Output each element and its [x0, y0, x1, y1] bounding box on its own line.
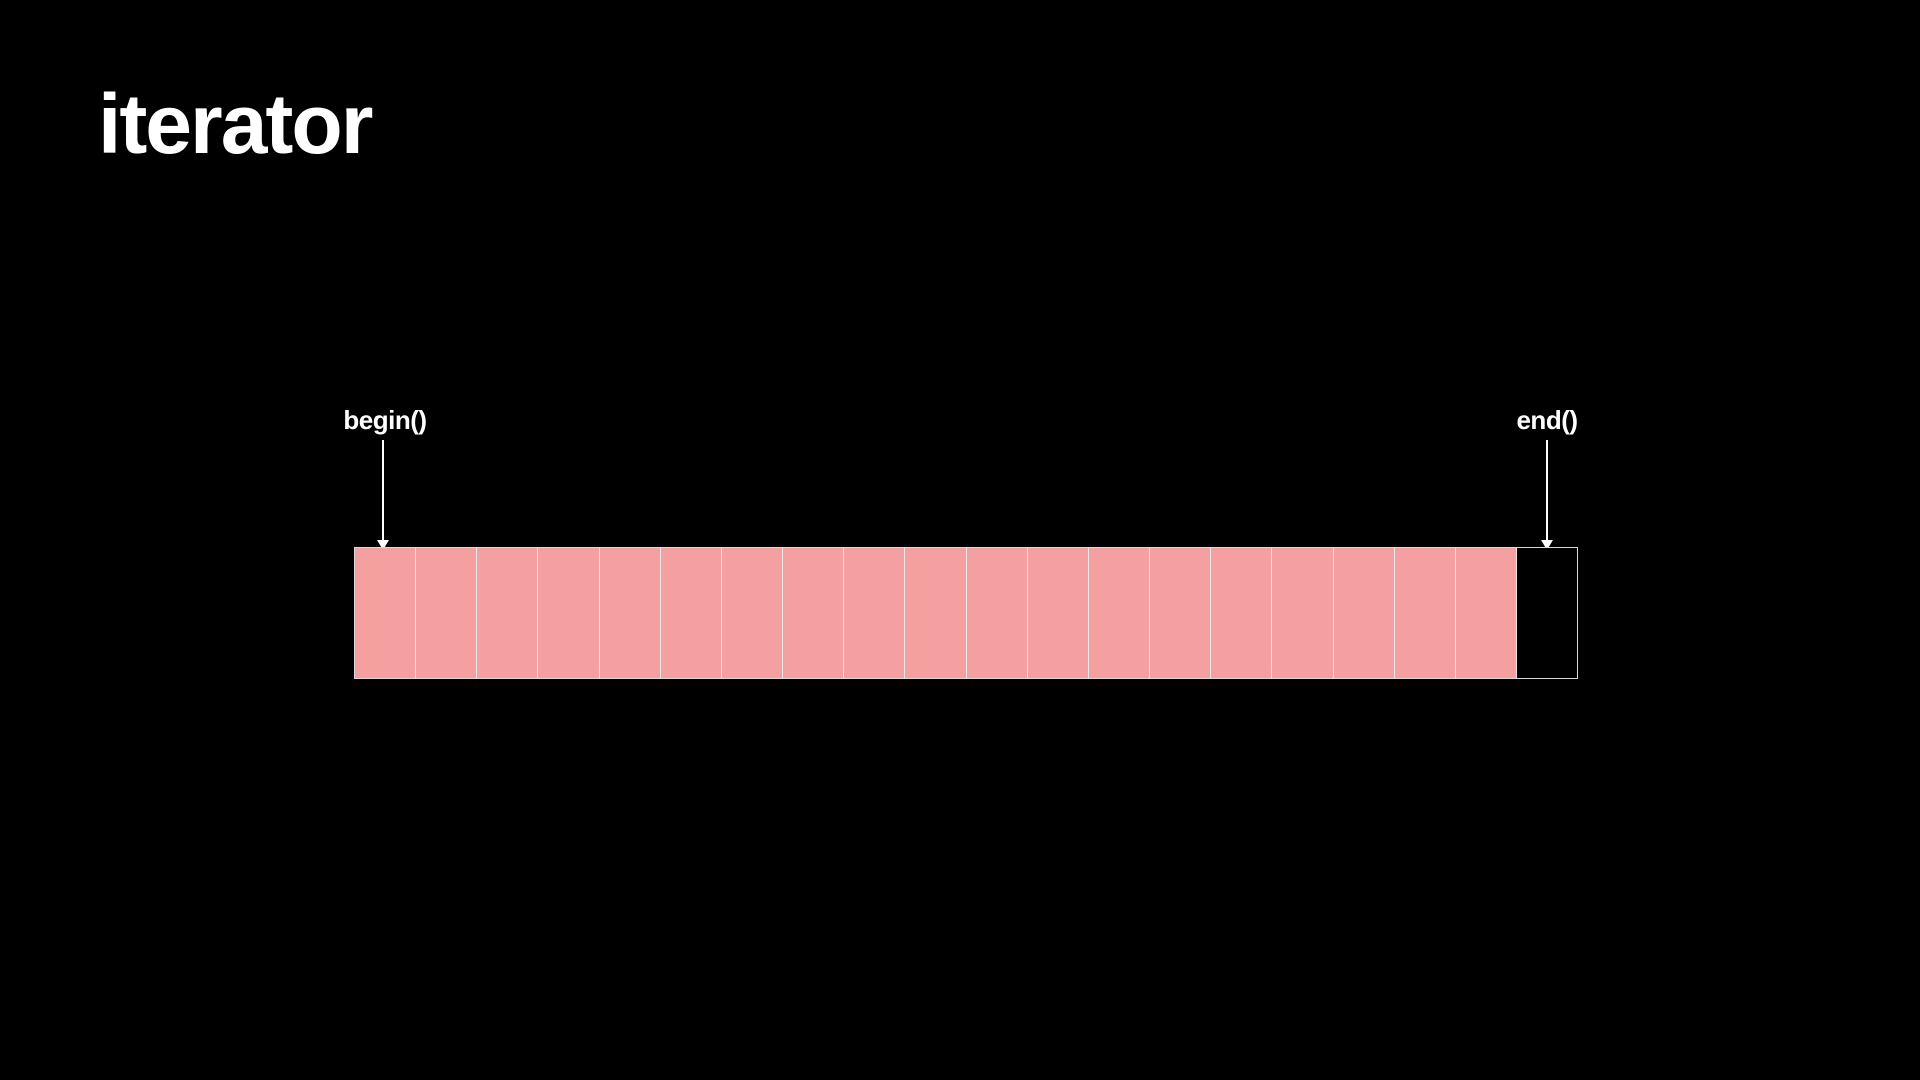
array-element-cell: [416, 548, 478, 678]
array-element-cell: [783, 548, 845, 678]
array-element-cell: [905, 548, 967, 678]
array-element-cell: [721, 548, 784, 678]
end-label: end(): [1516, 405, 1578, 435]
array-element-cell: [844, 548, 906, 678]
array-element-cell: [1088, 548, 1151, 678]
begin-arrow-icon: [377, 440, 389, 550]
array-element-cell: [355, 548, 417, 678]
array-container: [354, 547, 1578, 679]
array-element-cell: [1394, 548, 1456, 678]
array-element-cell: [1272, 548, 1334, 678]
array-element-cell: [538, 548, 600, 678]
array-element-cell: [1211, 548, 1273, 678]
begin-label: begin(): [343, 405, 427, 435]
array-element-cell: [599, 548, 661, 678]
array-element-cell: [1455, 548, 1517, 678]
array-element-cell: [966, 548, 1028, 678]
array-element-cell: [1333, 548, 1395, 678]
end-arrow-icon: [1541, 440, 1553, 550]
array-element-cell: [660, 548, 722, 678]
past-the-end-cell: [1516, 548, 1578, 678]
slide-title: iterator: [98, 77, 373, 171]
array-element-cell: [477, 548, 539, 678]
array-element-cell: [1150, 548, 1212, 678]
array-element-cell: [1027, 548, 1089, 678]
